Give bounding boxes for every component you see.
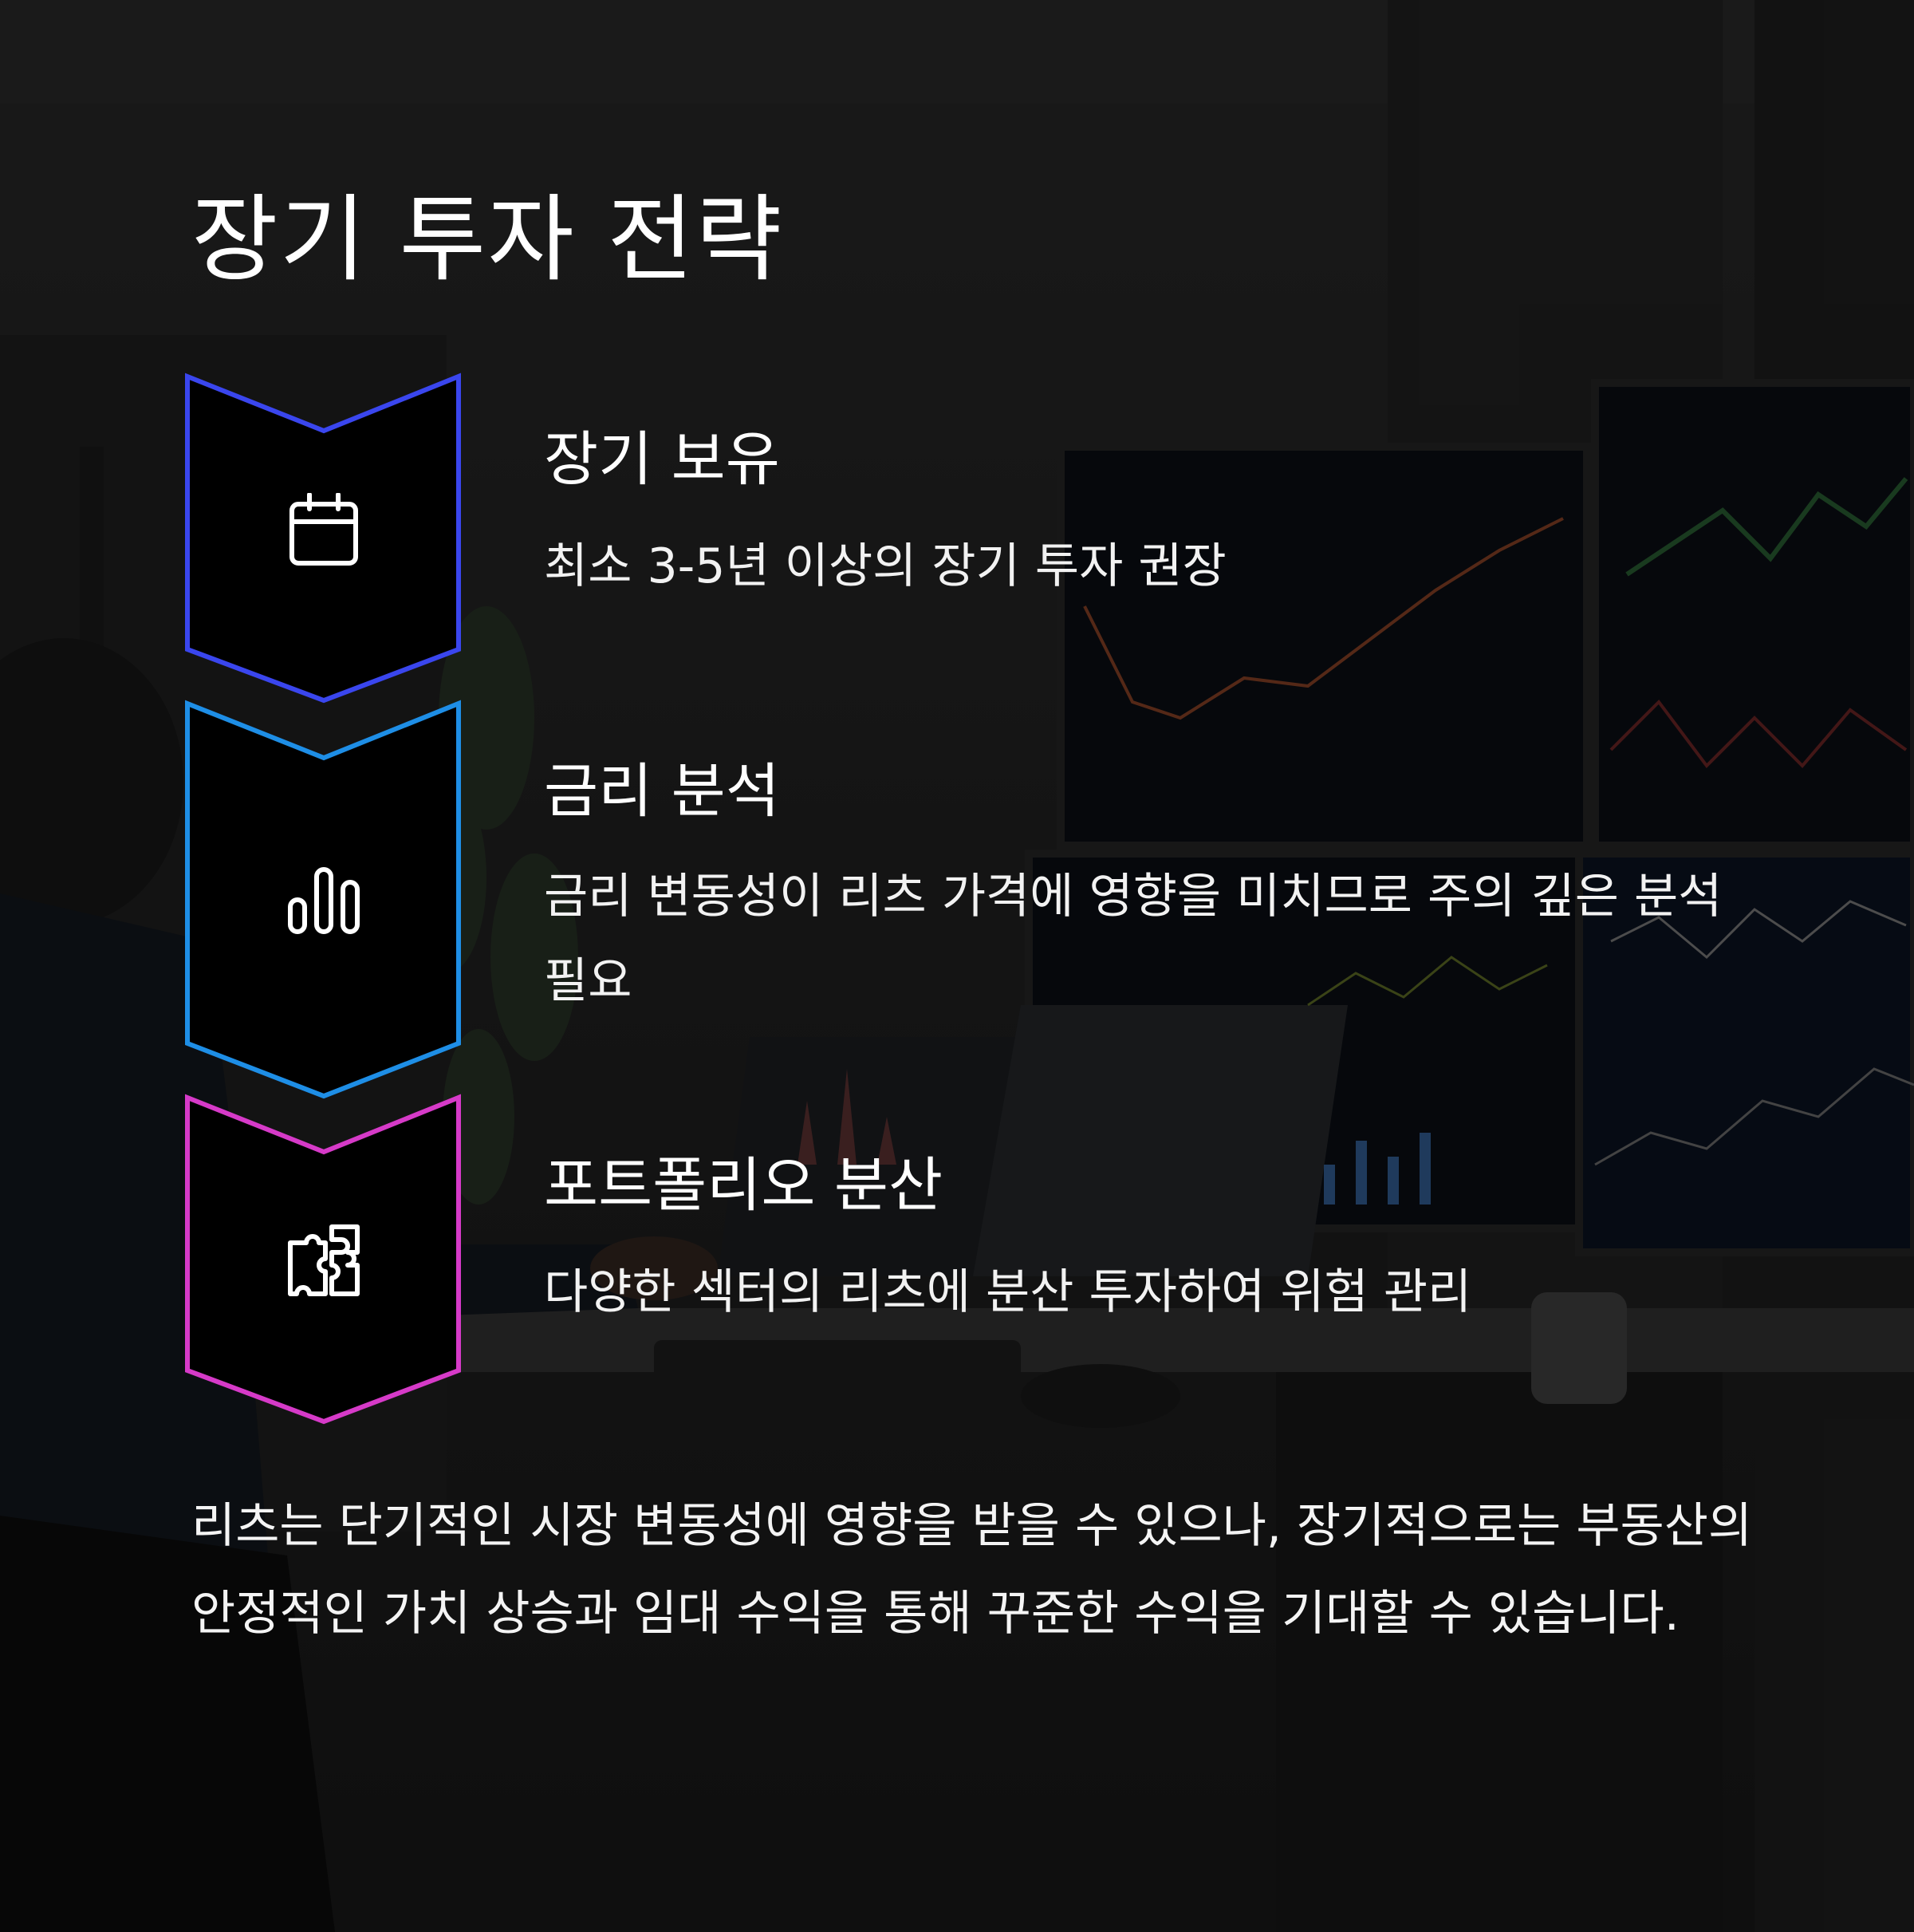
bar-chart-icon [288,867,360,934]
step-chevron [185,700,461,1099]
calendar-icon [289,493,358,566]
step-description: 금리 변동성이 리츠 가격에 영향을 미치므로 주의 깊은 분석 필요 [544,868,1723,1009]
step-chevron [185,373,461,704]
step-portfolio-diversification: 포트폴리오 분산 다양한 섹터의 리츠에 분산 투자하여 위험 관리 [185,1094,1748,1429]
step-heading: 장기 보유 [544,425,780,494]
step-description: 다양한 섹터의 리츠에 분산 투자하여 위험 관리 [544,1264,1472,1320]
step-description: 최소 3-5년 이상의 장기 투자 권장 [544,538,1227,594]
summary-text: 리츠는 단기적인 시장 변동성에 영향을 받을 수 있으나, 장기적으로는 부동… [191,1498,1753,1642]
step-heading: 포트폴리오 분산 [544,1151,943,1220]
puzzle-icon [288,1224,360,1296]
step-heading: 금리 분석 [544,757,780,826]
page-title: 장기 투자 전략 [191,184,784,294]
step-interest-rate-analysis: 금리 분석 금리 변동성이 리츠 가격에 영향을 미치므로 주의 깊은 분석 필… [185,700,1748,1099]
step-long-term-holding: 장기 보유 최소 3-5년 이상의 장기 투자 권장 [185,373,1748,708]
